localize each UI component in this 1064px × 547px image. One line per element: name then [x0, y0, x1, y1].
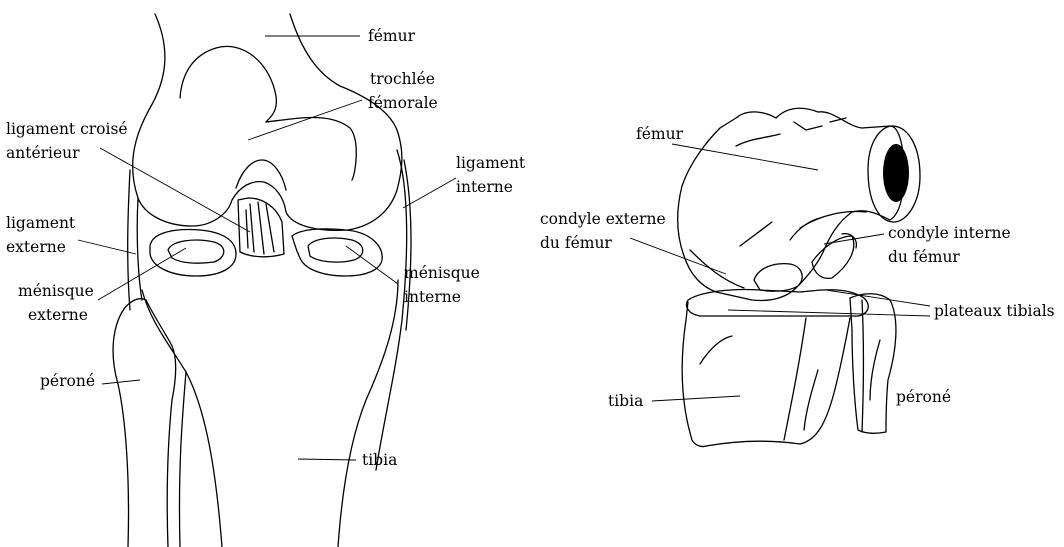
label-femur: fémur	[368, 27, 416, 45]
frontal-knee-view: fémur trochlée fémorale ligament croisé …	[6, 14, 526, 547]
label-tibia: tibia	[362, 451, 397, 469]
trochlee-leader	[248, 100, 362, 140]
fibula-leader	[102, 380, 140, 384]
label-lca-2: antérieur	[6, 144, 80, 162]
medullary-canal	[883, 144, 909, 202]
label-femur-3d: fémur	[636, 125, 684, 143]
label-perone: péroné	[40, 372, 95, 390]
label-cond-ext-1: condyle externe	[540, 210, 666, 228]
cond-ext-leader	[630, 238, 726, 274]
label-lig-ext-2: externe	[6, 238, 66, 256]
medial-ligament-leader	[403, 178, 456, 208]
label-lig-int-1: ligament	[456, 154, 526, 172]
label-cond-int-1: condyle interne	[888, 224, 1011, 242]
femur3d-leader	[672, 144, 818, 170]
fibula-outline	[113, 312, 128, 547]
tibia-leader	[298, 459, 356, 460]
lca-leader	[100, 148, 250, 232]
medial-ligament	[376, 150, 407, 470]
intercondylar-notch	[236, 160, 286, 190]
label-men-int-1: ménisque	[404, 264, 480, 282]
label-lig-ext-1: ligament	[6, 214, 76, 232]
label-lca-1: ligament croisé	[6, 120, 128, 138]
label-trochlee-1: trochlée	[370, 70, 435, 88]
tibia3d-outline	[682, 302, 850, 447]
label-men-ext-1: ménisque	[18, 282, 94, 300]
tibia3d-leader	[652, 396, 740, 401]
label-men-int-2: interne	[404, 288, 461, 306]
plateaux-leader-2	[728, 310, 930, 316]
plateaux-leader-1	[826, 290, 930, 306]
medial-meniscus	[292, 229, 382, 276]
label-plateaux: plateaux tibials	[934, 302, 1055, 320]
trochlea-line	[266, 118, 356, 181]
label-cond-int-2: du fémur	[888, 248, 960, 266]
lateral-knee-view: fémur condyle externe du fémur condyle i…	[540, 108, 1055, 446]
lateral-condyle	[754, 264, 802, 292]
label-cond-ext-2: du fémur	[540, 234, 612, 252]
label-trochlee-2: fémorale	[368, 94, 438, 112]
label-perone-3d: péroné	[896, 388, 951, 406]
medial-meniscus-leader	[346, 246, 398, 284]
label-tibia-3d: tibia	[608, 392, 643, 410]
lateral-ligament	[128, 170, 130, 310]
femur-shaft-line	[180, 46, 276, 122]
label-lig-int-2: interne	[456, 178, 513, 196]
tibial-plateau	[687, 289, 869, 316]
label-men-ext-2: externe	[28, 306, 88, 324]
femur3d-outline	[678, 108, 904, 300]
